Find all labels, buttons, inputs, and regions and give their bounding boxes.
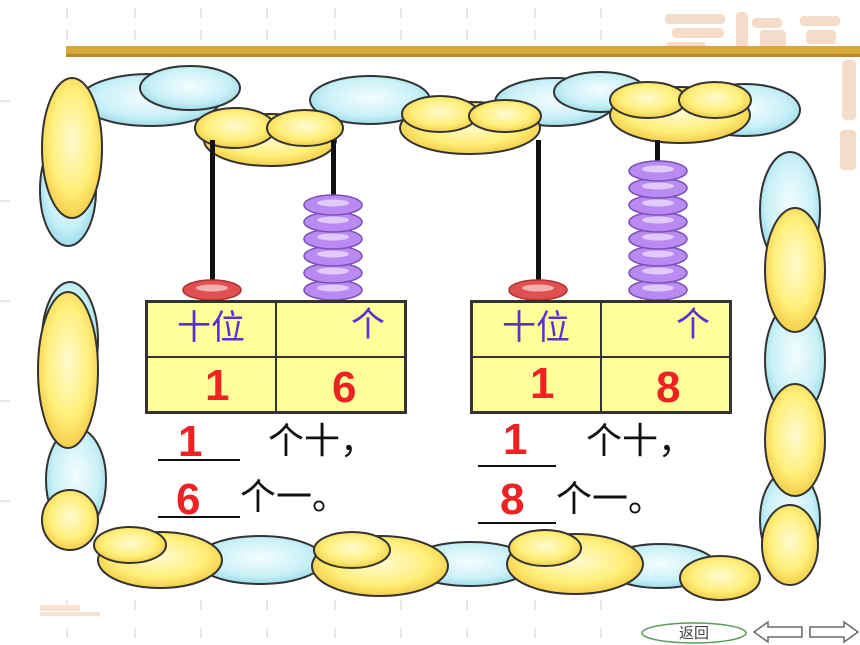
back-button[interactable]: 返回 xyxy=(640,621,748,645)
tens-digit: 1 xyxy=(530,359,555,408)
tens-header-cell xyxy=(472,302,601,357)
tens-digit: 1 xyxy=(205,361,230,410)
tens-label: 十位 xyxy=(177,308,245,348)
abacus-bead-highlight xyxy=(196,284,228,292)
answer-blank-underline xyxy=(158,459,240,461)
abacus-bead-highlight xyxy=(642,165,674,173)
abacus-rod-tens xyxy=(536,140,541,290)
top-divider-shadow xyxy=(66,54,860,57)
ones-digit: 6 xyxy=(332,363,357,412)
decorative-watermark xyxy=(665,12,856,170)
top-divider-bar xyxy=(66,46,860,54)
ones-value-cell xyxy=(601,357,730,412)
answer-blank-underline xyxy=(158,516,240,518)
abacus-bead-highlight xyxy=(642,233,674,241)
abacus-bead-highlight xyxy=(642,284,674,292)
previous-arrow-icon[interactable] xyxy=(752,619,804,645)
tens-header-cell xyxy=(147,302,276,357)
ones-answer: 8 xyxy=(500,475,525,524)
abacus-bead-highlight xyxy=(317,267,349,275)
ones-label: 个 xyxy=(676,305,710,345)
next-arrow-icon[interactable] xyxy=(808,619,860,645)
answer-blank-underline xyxy=(478,522,556,524)
tens-sentence-text: 个十， xyxy=(268,421,377,462)
ones-sentence-text: 个一。 xyxy=(240,477,349,518)
tens-value-cell xyxy=(472,357,601,412)
back-button-label: 返回 xyxy=(678,624,709,642)
abacus-rod-tens xyxy=(210,140,215,290)
abacus-bead-highlight xyxy=(317,250,349,258)
tens-value-cell xyxy=(147,357,276,412)
abacus-bead-highlight xyxy=(642,182,674,190)
ones-digit: 8 xyxy=(656,363,681,412)
abacus-bead-highlight xyxy=(317,233,349,241)
tens-sentence-text: 个十， xyxy=(586,421,695,462)
ones-header-cell xyxy=(276,302,405,357)
abacus-bead-highlight xyxy=(317,216,349,224)
back-button-outline xyxy=(641,622,747,644)
abacus-bead-highlight xyxy=(642,250,674,258)
abacus-bead-highlight xyxy=(642,199,674,207)
abacus-bead-highlight xyxy=(642,216,674,224)
abacus-bead-highlight xyxy=(522,284,554,292)
tens-answer: 1 xyxy=(178,417,203,466)
abacus-bead-highlight xyxy=(317,199,349,207)
ones-label: 个 xyxy=(351,305,385,345)
place-value-table-right: 十位 个 1 8 xyxy=(470,300,732,414)
ones-value-cell xyxy=(276,357,405,412)
ones-header-cell xyxy=(601,302,730,357)
abacus-bead-highlight xyxy=(317,284,349,292)
tens-label: 十位 xyxy=(502,308,570,348)
ones-answer: 6 xyxy=(176,475,201,524)
place-value-table-left: 十位 个 1 6 xyxy=(145,300,407,414)
answer-blank-underline xyxy=(478,465,556,467)
abacus-bead-highlight xyxy=(642,267,674,275)
tens-answer: 1 xyxy=(503,415,528,464)
ones-sentence-text: 个一。 xyxy=(556,479,665,520)
